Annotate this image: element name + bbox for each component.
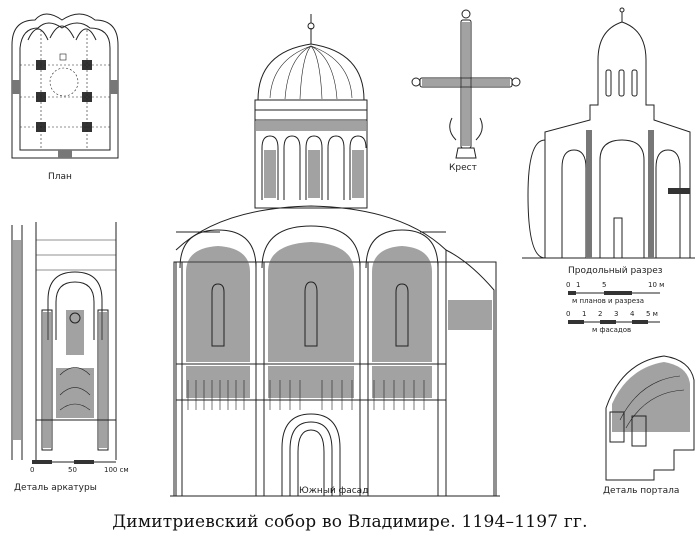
scale-plans-tick-3: 10 м <box>648 281 665 289</box>
scale-plans-tick-0: 0 <box>566 281 571 289</box>
cross-drawing <box>411 9 521 159</box>
cross-label: Крест <box>449 163 477 173</box>
arcade-label: Деталь аркатуры <box>14 483 97 493</box>
scale-facades-tick-5: 5 м <box>646 310 658 318</box>
plan-label: План <box>48 172 72 182</box>
section-label: Продольный разрез <box>568 266 663 276</box>
arcade-drawing <box>11 222 117 460</box>
scale-facades-tick-1: 1 <box>582 310 587 318</box>
scale-plans-tick-1: 1 <box>576 281 581 289</box>
scale-facades-unit: м фасадов <box>592 326 632 334</box>
south-facade-drawing <box>170 14 500 497</box>
scale-arcade-tick-2: 100 см <box>104 466 129 474</box>
scale-plans-tick-2: 5 <box>602 281 607 289</box>
scale-facades-tick-2: 2 <box>598 310 603 318</box>
portal-drawing <box>605 355 695 481</box>
facade-label: Южный фасад <box>299 486 369 496</box>
scale-facades-tick-0: 0 <box>566 310 571 318</box>
scale-plans-unit: м планов и разреза <box>572 297 645 305</box>
page-caption: Димитриевский собор во Владимире. 1194–1… <box>112 512 588 532</box>
scale-facades-tick-4: 4 <box>630 310 635 318</box>
scale-facades-tick-3: 3 <box>614 310 619 318</box>
scale-arcade-tick-0: 0 <box>30 466 35 474</box>
plan-drawing <box>11 13 119 159</box>
scale-arcade-tick-1: 50 <box>68 466 77 474</box>
portal-label: Деталь портала <box>603 486 680 496</box>
section-drawing <box>522 7 695 259</box>
scale-bars <box>32 291 660 464</box>
